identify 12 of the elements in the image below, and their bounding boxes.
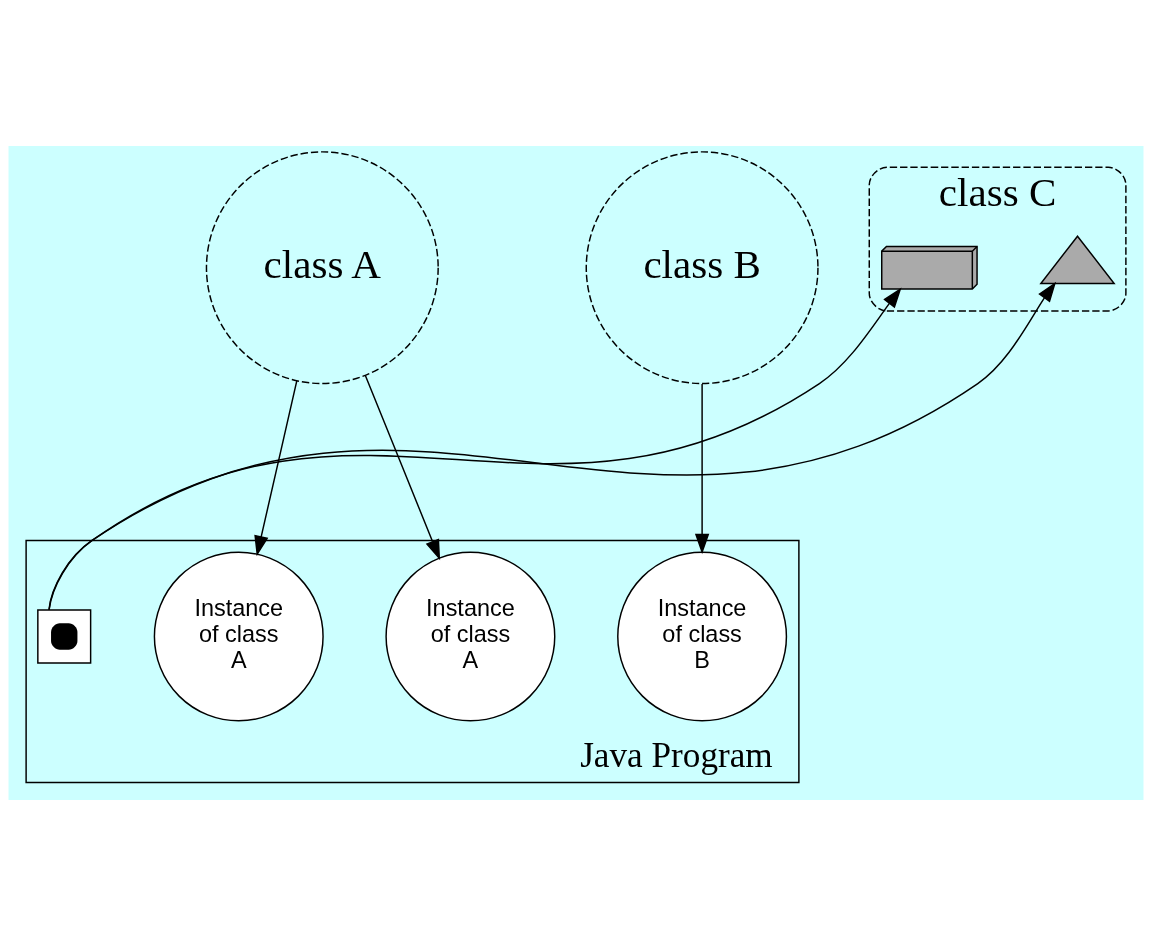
arrow <box>254 380 298 557</box>
node-box <box>37 609 92 664</box>
arrow <box>48 281 1057 611</box>
node-circle: class B <box>585 151 819 385</box>
arrow <box>364 374 441 561</box>
node-circle: Instance of class A <box>385 551 556 722</box>
arrow <box>694 383 710 555</box>
arrow <box>48 287 902 611</box>
node-triangle <box>1039 235 1116 285</box>
node-circle: Instance of class A <box>153 551 324 722</box>
node-circle: class A <box>205 151 439 385</box>
node-circle: Instance of class B <box>617 551 788 722</box>
